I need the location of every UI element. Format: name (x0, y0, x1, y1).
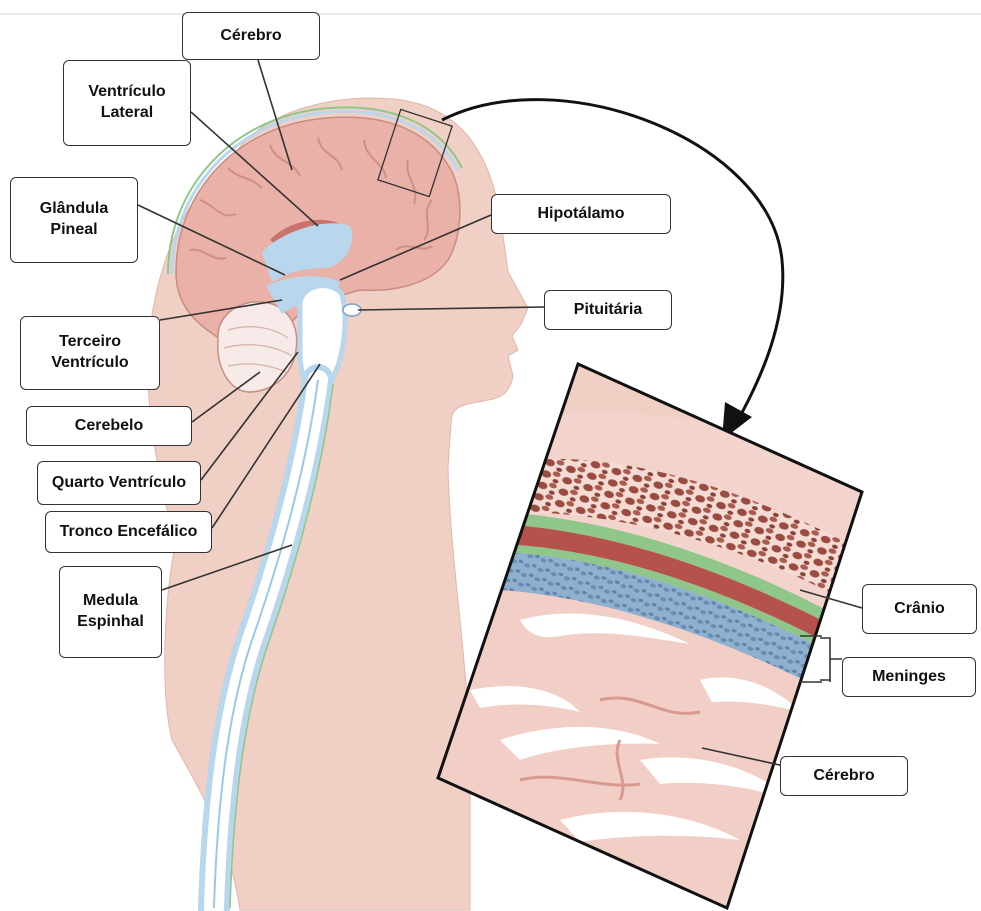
label-hipotalamo: Hipotálamo (491, 194, 671, 234)
label-ventriculo-lateral: Ventrículo Lateral (63, 60, 191, 146)
label-tronco-encefalico: Tronco Encefálico (45, 511, 212, 553)
label-cerebro-top: Cérebro (182, 12, 320, 60)
label-cerebelo: Cerebelo (26, 406, 192, 446)
label-terceiro-ventriculo: Terceiro Ventrículo (20, 316, 160, 390)
label-quarto-ventriculo: Quarto Ventrículo (37, 461, 201, 505)
label-medula-espinhal: Medula Espinhal (59, 566, 162, 658)
label-meninges: Meninges (842, 657, 976, 697)
label-pituitaria: Pituitária (544, 290, 672, 330)
label-glandula-pineal: Glândula Pineal (10, 177, 138, 263)
label-cerebro-detail: Cérebro (780, 756, 908, 796)
label-cranio: Crânio (862, 584, 977, 634)
